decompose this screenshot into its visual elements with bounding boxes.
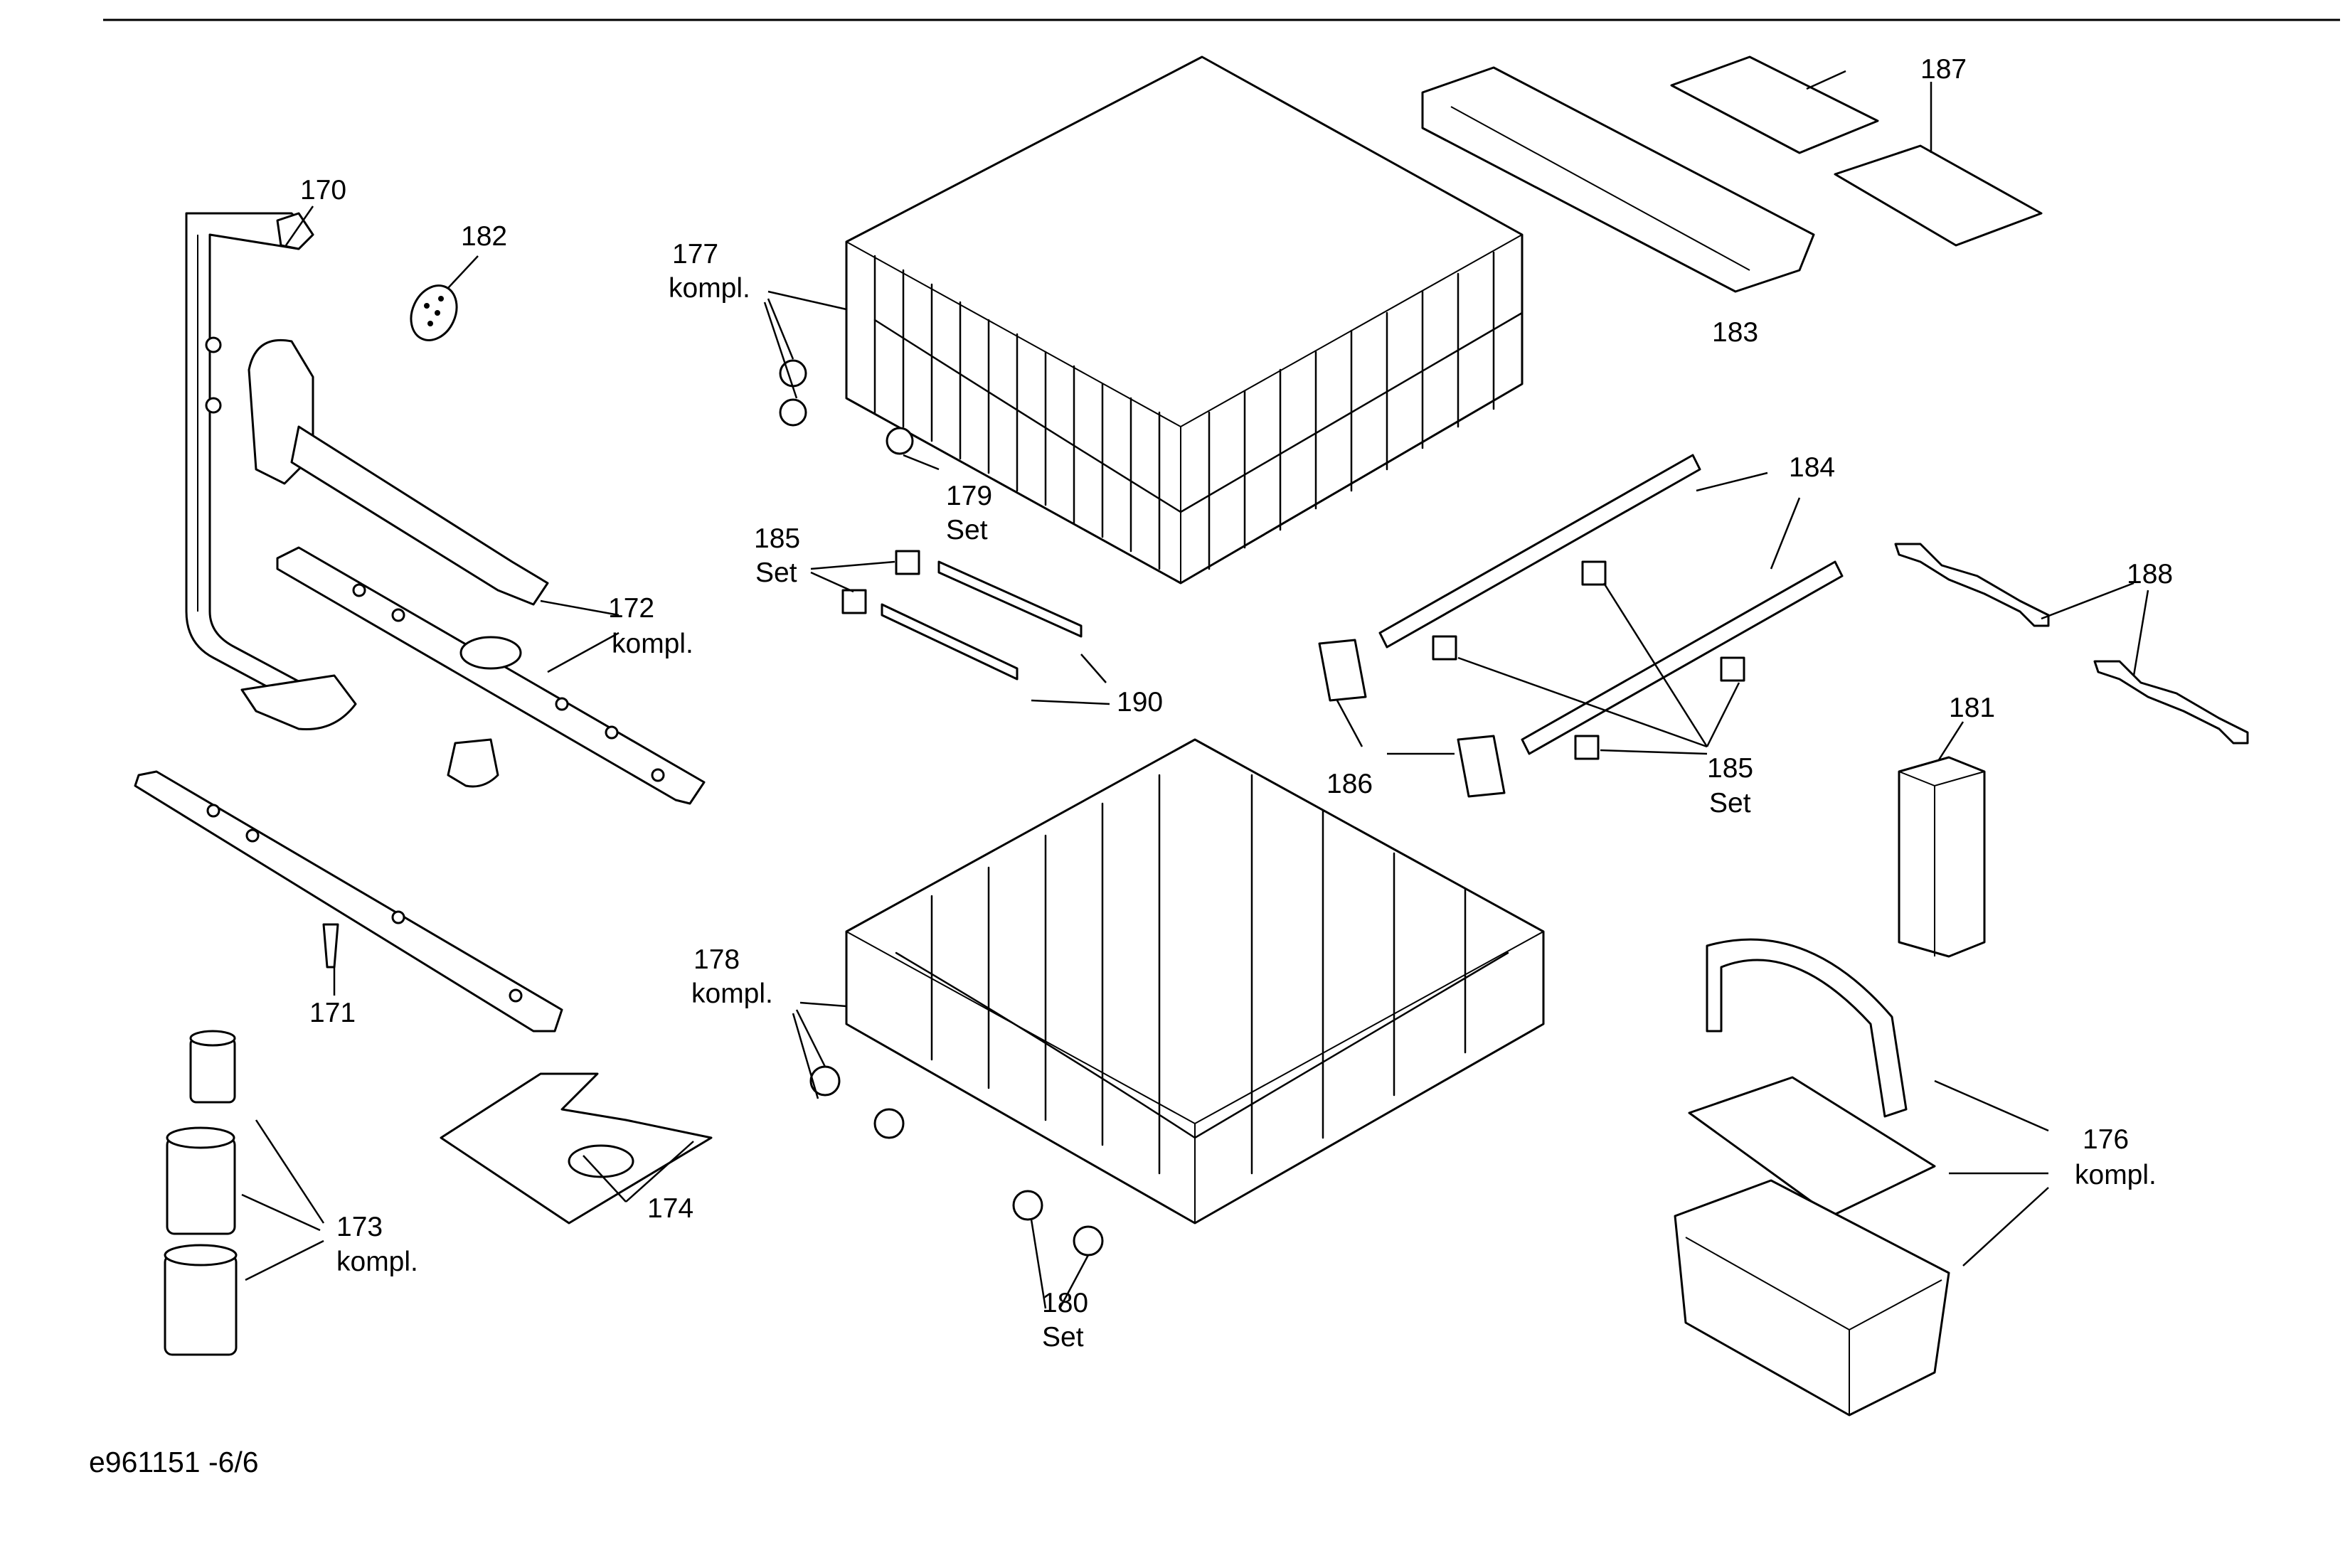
- callout-190-number: 190: [1117, 687, 1163, 718]
- part-187-inserts: [1670, 55, 2043, 247]
- lower-basket: [809, 738, 1545, 1257]
- callout-182-number: 182: [461, 221, 507, 252]
- callout-186: 186: [1326, 769, 1373, 799]
- part-181-cutlery-holder: [1898, 756, 1986, 958]
- callout-185a-number: 185: [754, 523, 800, 554]
- callout-176-note: kompl.: [2075, 1160, 2157, 1190]
- callout-185-left: 185 Set: [754, 523, 800, 588]
- callout-188-number: 188: [2127, 559, 2173, 590]
- part-190-tine-rows: [881, 560, 1083, 681]
- callout-178-note: kompl.: [691, 978, 773, 1009]
- callout-172-note: kompl.: [612, 629, 693, 659]
- callout-176: 176 kompl.: [2075, 1124, 2157, 1190]
- callout-177: 177 kompl.: [669, 239, 750, 304]
- callout-183: 183: [1712, 317, 1758, 348]
- part-183-tray: [1421, 66, 1815, 293]
- callout-188: 188: [2127, 559, 2173, 590]
- callout-180: 180 Set: [1042, 1288, 1088, 1353]
- part-170-supply-pipe: [185, 212, 357, 731]
- upper-basket: [779, 55, 1524, 585]
- part-173-filter-set: [164, 1030, 238, 1356]
- callout-178-number: 178: [693, 944, 740, 975]
- part-188-racks: [1894, 543, 2249, 745]
- part-174-sump-plate: [440, 1072, 713, 1225]
- callout-185a-note: Set: [755, 558, 797, 588]
- callout-171-number: 171: [309, 998, 356, 1028]
- drawing-code: e961151 -6/6: [89, 1446, 259, 1478]
- callout-176-number: 176: [2083, 1124, 2129, 1155]
- callout-184: 184: [1789, 452, 1835, 483]
- part-172-upper-spray-arm: [248, 338, 706, 805]
- part-186-holders: [1318, 639, 1506, 798]
- callout-172: 172 kompl.: [608, 593, 693, 659]
- part-185-clips: [841, 550, 1745, 760]
- part-182-filter-disc: [410, 284, 458, 341]
- callout-183-number: 183: [1712, 317, 1758, 348]
- callout-170-number: 170: [300, 175, 346, 206]
- part-171-lower-spray-arm: [134, 770, 563, 1033]
- callout-173: 173 kompl.: [336, 1212, 418, 1277]
- callout-178: 178 kompl.: [691, 944, 773, 1009]
- callout-184-number: 184: [1789, 452, 1835, 483]
- callout-173-note: kompl.: [336, 1247, 418, 1277]
- callout-174-number: 174: [647, 1193, 693, 1224]
- callout-173-number: 173: [336, 1212, 383, 1242]
- callout-181: 181: [1949, 693, 1995, 723]
- part-184-rack-rails: [1378, 454, 1844, 755]
- callout-180-note: Set: [1042, 1322, 1084, 1353]
- callout-182: 182: [461, 221, 507, 252]
- callout-172-number: 172: [608, 593, 654, 624]
- callout-185b-note: Set: [1709, 788, 1751, 818]
- callout-177-number: 177: [672, 239, 718, 270]
- callout-171: 171: [309, 998, 356, 1028]
- callout-187-number: 187: [1920, 54, 1967, 85]
- callout-170: 170: [300, 175, 346, 206]
- callout-179-note: Set: [946, 515, 988, 545]
- callout-186-number: 186: [1326, 769, 1373, 799]
- callout-179-number: 179: [946, 481, 992, 511]
- callout-187: 187: [1920, 54, 1967, 85]
- callout-180-number: 180: [1042, 1288, 1088, 1318]
- callout-179: 179 Set: [946, 481, 992, 545]
- part-176-cutlery-basket: [1674, 938, 1950, 1417]
- leader-lines: [241, 70, 2149, 1309]
- callout-181-number: 181: [1949, 693, 1995, 723]
- callout-185-right: 185 Set: [1707, 753, 1753, 818]
- callout-177-note: kompl.: [669, 273, 750, 304]
- callout-185b-number: 185: [1707, 753, 1753, 784]
- callout-190: 190: [1117, 687, 1163, 718]
- callout-174: 174: [647, 1193, 693, 1224]
